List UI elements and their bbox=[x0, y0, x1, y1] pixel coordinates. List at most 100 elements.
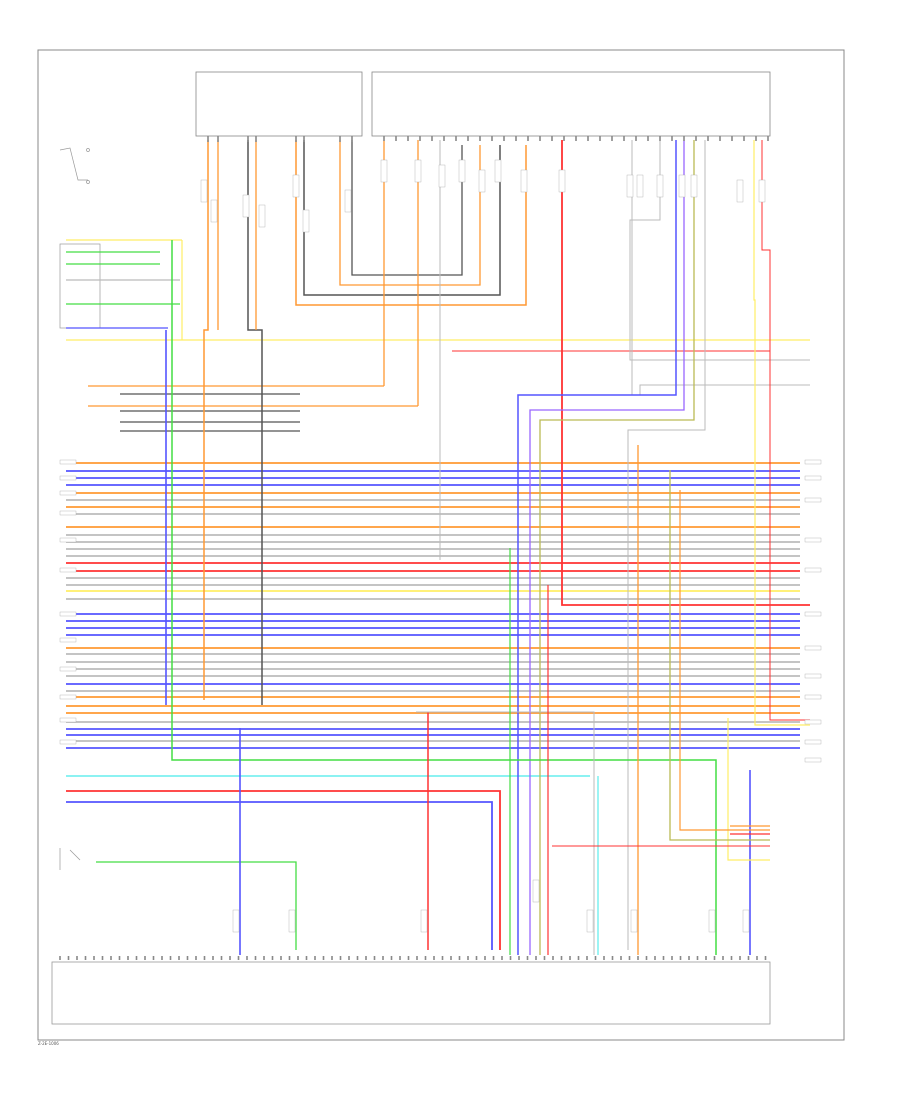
terminal-pin bbox=[295, 136, 297, 142]
terminal-pin bbox=[178, 956, 180, 960]
terminal-pin bbox=[509, 956, 512, 960]
wire-82 bbox=[416, 711, 595, 955]
terminal-pin bbox=[552, 956, 554, 960]
terminal-pin bbox=[217, 136, 219, 142]
terminal-pin bbox=[399, 956, 401, 960]
wire-label-tag bbox=[804, 719, 822, 725]
terminal-pin bbox=[599, 136, 601, 141]
connector-terminals bbox=[59, 136, 769, 960]
terminal-pin bbox=[526, 956, 529, 960]
terminal-pin bbox=[271, 956, 274, 960]
terminal-pin bbox=[101, 956, 104, 960]
terminal-pin bbox=[303, 136, 305, 142]
connector-right-top bbox=[371, 71, 771, 137]
wire-label-tag bbox=[210, 199, 218, 223]
wire-label-tag bbox=[804, 673, 822, 679]
wire-76 bbox=[761, 140, 810, 721]
terminal-pin bbox=[443, 136, 445, 141]
terminal-pin bbox=[767, 136, 769, 141]
terminal-pin bbox=[390, 956, 393, 960]
wire-78 bbox=[171, 240, 717, 955]
terminal-pin bbox=[713, 956, 716, 960]
terminal-pin bbox=[587, 136, 589, 141]
wire-label-tag bbox=[200, 179, 208, 203]
terminal-pin bbox=[620, 956, 622, 960]
wire-labels bbox=[59, 159, 822, 933]
terminal-pin bbox=[539, 136, 541, 141]
wire-label-tag bbox=[232, 909, 240, 933]
wire-label-tag bbox=[742, 909, 750, 933]
wire-label-tag bbox=[804, 757, 822, 763]
terminal-pin bbox=[297, 956, 299, 960]
wire-label-tag bbox=[804, 739, 822, 745]
wire-label-tag bbox=[558, 169, 566, 193]
terminal-pin bbox=[707, 136, 709, 141]
wire-label-tag bbox=[630, 909, 638, 933]
switch-component bbox=[59, 243, 101, 329]
terminal-pin bbox=[339, 956, 342, 960]
terminal-pin bbox=[543, 956, 546, 960]
terminal-pin bbox=[659, 136, 661, 141]
terminal-pin bbox=[705, 956, 707, 960]
terminal-pin bbox=[356, 956, 359, 960]
wire-64 bbox=[351, 140, 463, 276]
wire-label-tag bbox=[380, 159, 388, 183]
terminal-pin bbox=[76, 956, 78, 960]
terminal-pin bbox=[407, 956, 410, 960]
wire-label-tag bbox=[414, 159, 422, 183]
wire-label-tag bbox=[804, 567, 822, 573]
wire-label-tag bbox=[292, 174, 300, 198]
wire-59 bbox=[247, 140, 263, 705]
terminal-pin bbox=[755, 136, 757, 141]
wire-label-tag bbox=[59, 567, 77, 573]
terminal-pin bbox=[110, 956, 112, 960]
terminal-pin bbox=[683, 136, 685, 141]
terminal-pin bbox=[288, 956, 291, 960]
wire-label-tag bbox=[532, 879, 540, 903]
wire-label-tag bbox=[804, 537, 822, 543]
terminal-pin bbox=[373, 956, 376, 960]
terminal-pin bbox=[611, 956, 614, 960]
wire-88 bbox=[727, 718, 770, 861]
terminal-pin bbox=[339, 136, 341, 142]
terminal-pin bbox=[647, 136, 649, 141]
wire-label-tag bbox=[458, 159, 466, 183]
wire-label-tag bbox=[804, 611, 822, 617]
wire-89 bbox=[669, 470, 770, 841]
terminal-pin bbox=[515, 136, 517, 141]
terminal-pin bbox=[84, 956, 87, 960]
wire-label-tag bbox=[242, 194, 250, 218]
terminal-pin bbox=[594, 956, 597, 960]
terminal-pin bbox=[382, 956, 384, 960]
wire-label-tag bbox=[258, 204, 266, 228]
wire-label-tag bbox=[59, 666, 77, 672]
terminal-pin bbox=[722, 956, 724, 960]
wire-54 bbox=[66, 790, 501, 950]
terminal-pin bbox=[479, 136, 481, 141]
terminal-pin bbox=[563, 136, 565, 141]
terminal-pin bbox=[424, 956, 427, 960]
wire-label-tag bbox=[59, 717, 77, 723]
terminal-pin bbox=[503, 136, 505, 141]
wire-label-tag bbox=[636, 174, 644, 198]
wire-label-tag bbox=[288, 909, 296, 933]
diagram-border bbox=[37, 49, 845, 1041]
terminal-pin bbox=[696, 956, 699, 960]
diagram-code: Z-2E-1006 bbox=[38, 1041, 59, 1046]
terminal-pin bbox=[662, 956, 665, 960]
terminal-pin bbox=[207, 136, 209, 142]
terminal-pin bbox=[229, 956, 231, 960]
terminal-pin bbox=[695, 136, 697, 141]
wire-label-tag bbox=[59, 694, 77, 700]
wire-label-tag bbox=[804, 645, 822, 651]
terminal-pin bbox=[484, 956, 486, 960]
wire-label-tag bbox=[438, 164, 446, 188]
terminal-pin bbox=[186, 956, 189, 960]
wire-label-tag bbox=[59, 537, 77, 543]
switch-icon bbox=[59, 147, 90, 184]
wire-70 bbox=[629, 140, 810, 361]
wire-71 bbox=[517, 140, 677, 955]
terminal-pin bbox=[433, 956, 435, 960]
terminal-pin bbox=[416, 956, 418, 960]
terminal-pin bbox=[455, 136, 457, 141]
